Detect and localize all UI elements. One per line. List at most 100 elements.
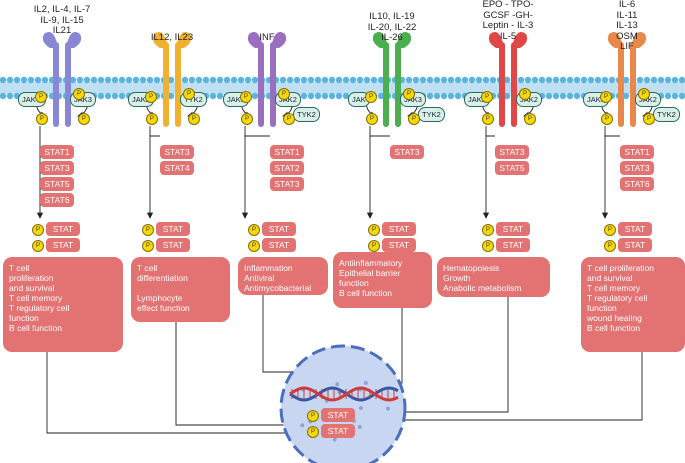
cytokine-name: EPO - TPO- bbox=[482, 0, 534, 10]
lipid-head bbox=[440, 76, 448, 84]
phosphate-dot: P bbox=[188, 113, 200, 125]
cytokine-name: INF bbox=[259, 32, 275, 43]
cell-membrane bbox=[0, 76, 685, 100]
phosphate-dot: P bbox=[248, 224, 260, 236]
lipid-head bbox=[209, 76, 217, 84]
lipid-head bbox=[349, 76, 357, 84]
lipid-head bbox=[643, 76, 651, 84]
lipid-head bbox=[251, 76, 259, 84]
stat-badge: STAT5 bbox=[40, 177, 74, 191]
receptor-chain-right bbox=[630, 42, 636, 127]
lipid-head bbox=[6, 92, 14, 100]
lipid-head bbox=[27, 76, 35, 84]
lipid-head bbox=[111, 92, 119, 100]
receptor-chain-left bbox=[53, 42, 59, 127]
function-text: B cell function bbox=[587, 323, 640, 333]
phosphate-dot: P bbox=[307, 410, 319, 422]
lipid-head bbox=[20, 76, 28, 84]
phosphate-dot: P bbox=[240, 91, 252, 103]
lipid-head bbox=[531, 76, 539, 84]
function-text: Antiinflammatory bbox=[339, 258, 403, 268]
cytokine-name: IL-9, IL-15 bbox=[40, 14, 84, 26]
phosphate-dot: P bbox=[146, 113, 158, 125]
lipid-head bbox=[251, 92, 259, 100]
lipid-head bbox=[307, 92, 315, 100]
tyk2-badge: TYK2 bbox=[293, 107, 320, 122]
cytokine-name: IL-20, IL-22 bbox=[367, 21, 417, 33]
phosphate-dot: P bbox=[307, 426, 319, 438]
lipid-head bbox=[552, 76, 560, 84]
receptor-chain-right bbox=[65, 42, 71, 127]
stat-dimer-badge: STAT bbox=[496, 222, 530, 236]
receptor-5 bbox=[481, 32, 535, 127]
lipid-head bbox=[552, 92, 560, 100]
lipid-head bbox=[447, 76, 455, 84]
nucleoplasm-dot bbox=[332, 437, 337, 442]
lipid-head bbox=[650, 76, 658, 84]
stat-dimer-badge: STAT bbox=[46, 222, 80, 236]
lipid-head bbox=[286, 76, 294, 84]
lipid-head bbox=[195, 76, 203, 84]
cytokine-name: IL2, IL-4, IL-7 bbox=[33, 4, 91, 15]
function-text: T cell memory bbox=[587, 283, 641, 293]
stat-badge: STAT3 bbox=[390, 145, 424, 159]
nucleoplasm-dot bbox=[359, 406, 363, 410]
nucleoplasm-dot bbox=[363, 380, 368, 385]
lipid-head bbox=[97, 76, 105, 84]
function-text: T regulatory cell bbox=[9, 303, 70, 313]
cytokine-name: IL-5 bbox=[499, 30, 517, 42]
lipid-head bbox=[300, 92, 308, 100]
lipid-head bbox=[314, 92, 322, 100]
phosphate-dot: P bbox=[32, 224, 44, 236]
function-text: T cell bbox=[137, 263, 158, 273]
lipid-head bbox=[139, 76, 147, 84]
receptor-chain-right bbox=[395, 42, 401, 127]
lipid-head bbox=[104, 76, 112, 84]
lipid-head bbox=[524, 76, 532, 84]
phosphate-dot: P bbox=[482, 224, 494, 236]
stat-badge: STAT2 bbox=[270, 161, 304, 175]
function-text: wound healing bbox=[587, 313, 642, 323]
lipid-head bbox=[573, 76, 581, 84]
stat-badge: STAT3 bbox=[40, 161, 74, 175]
cytokine-name: LIF bbox=[620, 41, 634, 52]
lipid-head bbox=[97, 92, 105, 100]
lipid-head bbox=[419, 76, 427, 84]
lipid-head bbox=[202, 76, 210, 84]
phosphate-dot: P bbox=[403, 88, 415, 100]
receptor-chain-left bbox=[499, 42, 505, 127]
lipid-head bbox=[545, 76, 553, 84]
phosphate-dot: P bbox=[142, 224, 154, 236]
lipid-head bbox=[342, 76, 350, 84]
stat-dimer-badge: STAT bbox=[382, 222, 416, 236]
cytokine-name: IL-26 bbox=[381, 32, 403, 43]
cytokine-name: IL12, IL23 bbox=[150, 32, 194, 43]
lipid-head bbox=[279, 76, 287, 84]
receptor-chain-right bbox=[511, 42, 517, 127]
nucleoplasm-dot bbox=[335, 382, 340, 387]
nucleoplasm-dot bbox=[357, 425, 362, 430]
phosphate-dot: P bbox=[638, 88, 650, 100]
function-text: and survival bbox=[587, 273, 633, 283]
lipid-head bbox=[489, 76, 497, 84]
tyk2-badge: TYK2 bbox=[418, 107, 445, 122]
lipid-head bbox=[559, 92, 567, 100]
lipid-head bbox=[230, 76, 238, 84]
phosphate-dot: P bbox=[145, 91, 157, 103]
cytokine-name: GCSF -GH- bbox=[483, 9, 533, 21]
stat-dimer-badge: STAT bbox=[382, 238, 416, 252]
lipid-head bbox=[34, 76, 42, 84]
function-text: function bbox=[587, 303, 617, 313]
lipid-head bbox=[671, 76, 679, 84]
phosphate-dot: P bbox=[604, 240, 616, 252]
stat-badge: STAT3 bbox=[620, 161, 654, 175]
lipid-head bbox=[461, 76, 469, 84]
lipid-head bbox=[216, 92, 224, 100]
stat-dimer-badge: STAT bbox=[156, 238, 190, 252]
lipid-head bbox=[671, 92, 679, 100]
receptor-3 bbox=[240, 32, 294, 127]
